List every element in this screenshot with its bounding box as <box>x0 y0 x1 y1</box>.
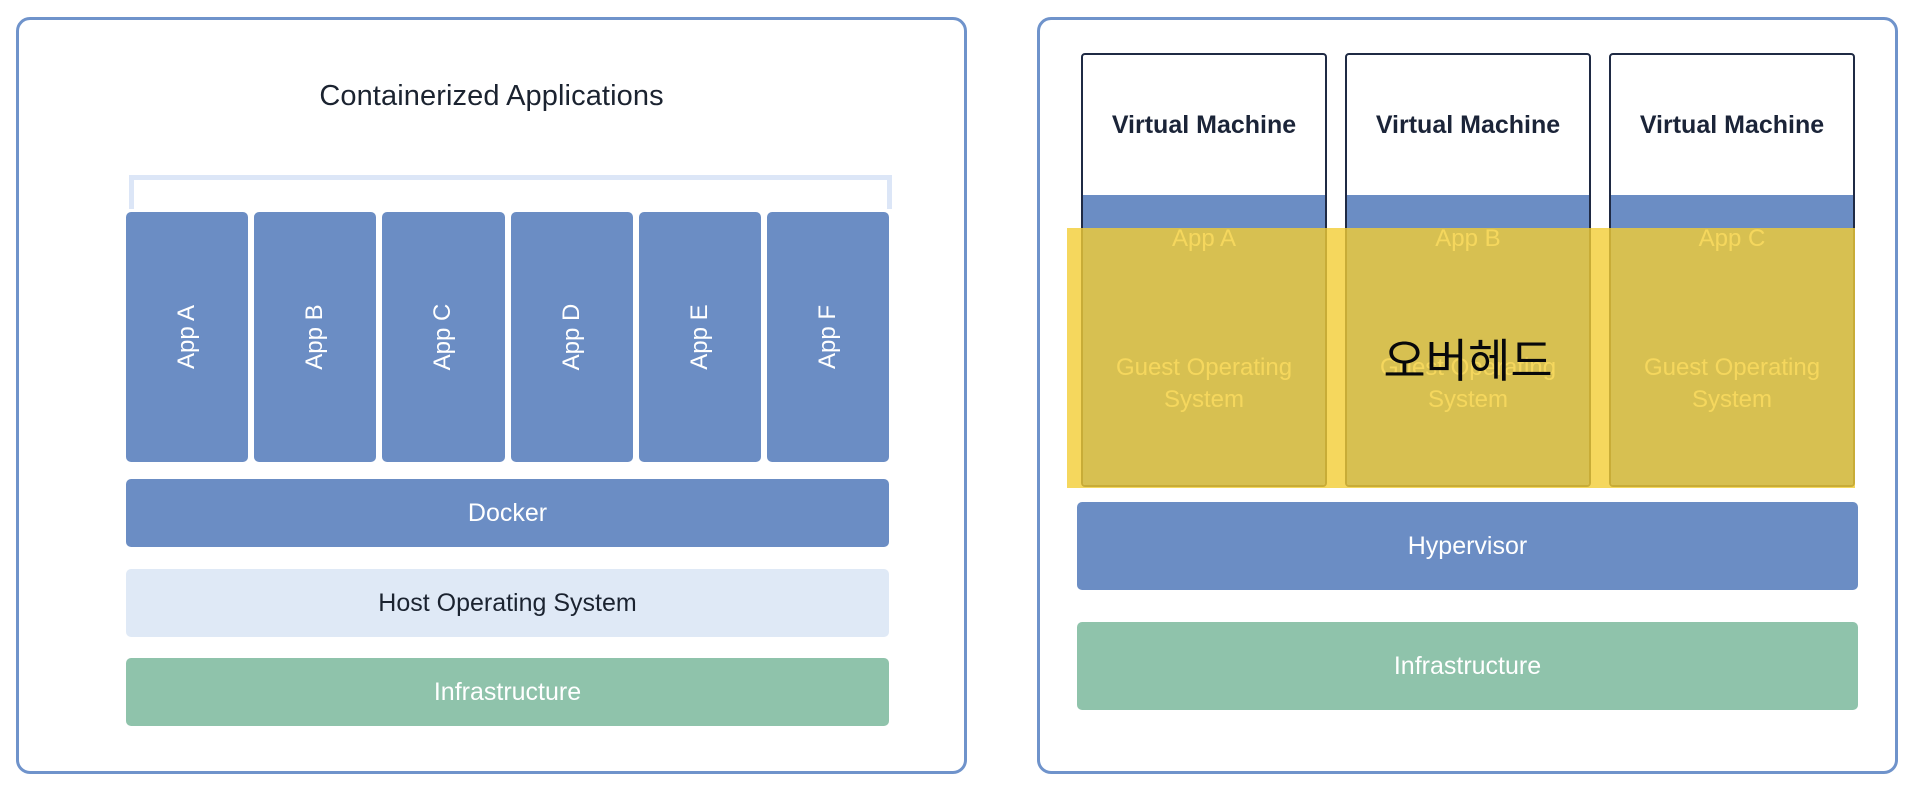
app-block-e[interactable]: App E <box>638 212 761 462</box>
vm-guest-os-label: Guest Operating System <box>1347 283 1589 485</box>
app-block-label: App D <box>557 303 585 371</box>
applications-bracket <box>129 175 892 209</box>
virtual-machine-box-3[interactable]: Virtual Machine App C Guest Operating Sy… <box>1609 53 1855 487</box>
app-block-a[interactable]: App A <box>126 212 249 462</box>
containerized-apps-row: App A App B App C App D App E App F <box>126 212 890 462</box>
vm-app-label: App A <box>1083 195 1325 283</box>
app-block-label: App A <box>173 304 201 370</box>
host-operating-system-layer-bar[interactable]: Host Operating System <box>126 569 889 637</box>
virtual-machine-box-1[interactable]: Virtual Machine App A Guest Operating Sy… <box>1081 53 1327 487</box>
app-block-c[interactable]: App C <box>382 212 505 462</box>
vm-app-label: App B <box>1347 195 1589 283</box>
infrastructure-layer-bar-left[interactable]: Infrastructure <box>126 658 889 726</box>
container-architecture-panel: Containerized Applications App A App B A… <box>16 17 967 774</box>
page-title: Containerized Applications <box>319 80 664 112</box>
app-block-label: App C <box>429 303 457 371</box>
virtual-machine-box-2[interactable]: Virtual Machine App B Guest Operating Sy… <box>1345 53 1591 487</box>
app-block-label: App E <box>685 304 713 370</box>
hypervisor-layer-bar[interactable]: Hypervisor <box>1077 502 1858 590</box>
vm-guest-os-label: Guest Operating System <box>1083 283 1325 485</box>
app-block-b[interactable]: App B <box>254 212 377 462</box>
vm-app-label: App C <box>1611 195 1853 283</box>
vm-guest-os-label: Guest Operating System <box>1611 283 1853 485</box>
vm-title-label: Virtual Machine <box>1639 110 1825 139</box>
app-block-label: App F <box>813 304 841 370</box>
app-block-label: App B <box>301 304 329 370</box>
app-block-f[interactable]: App F <box>766 212 890 462</box>
vm-title-label: Virtual Machine <box>1111 110 1297 139</box>
infrastructure-layer-bar-right[interactable]: Infrastructure <box>1077 622 1858 710</box>
app-block-d[interactable]: App D <box>510 212 633 462</box>
docker-layer-bar[interactable]: Docker <box>126 479 889 547</box>
vm-title-label: Virtual Machine <box>1375 110 1561 139</box>
virtual-machines-row: Virtual Machine App A Guest Operating Sy… <box>1081 53 1855 487</box>
